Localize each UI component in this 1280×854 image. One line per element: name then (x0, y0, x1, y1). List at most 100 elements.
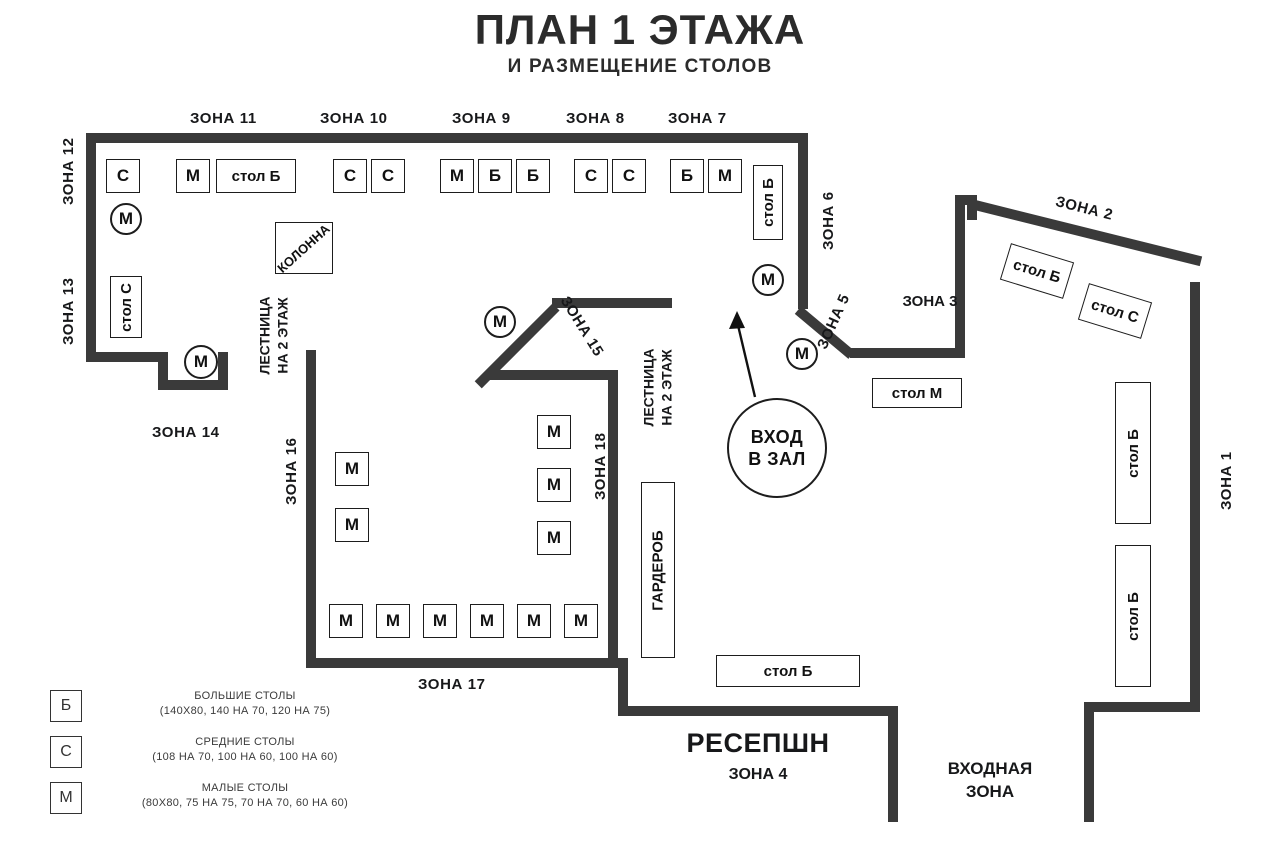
wall-zone3-right (955, 195, 965, 358)
table-label: М (385, 611, 401, 630)
table-label: стол С (117, 282, 135, 332)
stairs-label-center: ЛЕСТНИЦА НА 2 ЭТАЖ (641, 328, 676, 448)
column-box: КОЛОННА (275, 221, 333, 276)
legend-icon-medium: С (50, 736, 82, 768)
table-zone2-stol-c[interactable]: стол С (1077, 283, 1153, 339)
wall-zone16-left (306, 350, 316, 668)
wall-zone17-bottom (306, 658, 618, 668)
table-zone17-m5[interactable]: М (517, 604, 551, 638)
table-zone9-b2[interactable]: Б (516, 159, 550, 193)
table-zone18-m3[interactable]: М (537, 521, 571, 555)
zone-label-4: ЗОНА 4 (728, 766, 788, 783)
table-label: стол Б (759, 178, 777, 227)
table-zone4-stol-b[interactable]: стол Б (716, 655, 860, 687)
legend-code: Б (60, 697, 72, 714)
table-zone17-m3[interactable]: М (423, 604, 457, 638)
stairs-line-1: ЛЕСТНИЦА (256, 296, 273, 375)
table-label: Б (488, 166, 502, 185)
table-zone18-m1[interactable]: М (537, 415, 571, 449)
table-label: Б (526, 166, 540, 185)
legend-text-medium: СРЕДНИЕ СТОЛЫ (108 НА 70, 100 НА 60, 100… (130, 735, 360, 765)
entrance-zone-line-2: ЗОНА (965, 781, 1015, 801)
zone-label-6: ЗОНА 6 (820, 191, 837, 250)
table-zone15-m-circle[interactable]: М (484, 306, 516, 338)
stairs-line-2: НА 2 ЭТАЖ (658, 349, 674, 426)
table-zone12-s[interactable]: С (106, 159, 140, 193)
table-zone10-s2[interactable]: С (371, 159, 405, 193)
wall-zone14-top (86, 352, 168, 362)
table-zone16-m2[interactable]: М (335, 508, 369, 542)
wall-zone14-bottom (158, 380, 228, 390)
zone-label-7: ЗОНА 7 (668, 110, 727, 127)
wall-entrance-right (1084, 702, 1094, 822)
table-zone10-s1[interactable]: С (333, 159, 367, 193)
wall-zone14-right (218, 352, 228, 390)
wall-zone3-bottom (850, 348, 965, 358)
table-label: стол Б (231, 167, 281, 185)
zone-label-16: ЗОНА 16 (283, 437, 300, 505)
table-label: стол Б (1124, 591, 1142, 641)
table-label: С (116, 166, 130, 185)
table-zone7-m[interactable]: М (708, 159, 742, 193)
wall-zone18-right (608, 378, 618, 668)
legend-sizes: (108 НА 70, 100 НА 60, 100 НА 60) (152, 750, 338, 763)
entrance-hall-marker[interactable]: ВХОД В ЗАЛ (727, 398, 827, 498)
table-label: М (479, 611, 495, 630)
table-zone11-m[interactable]: М (176, 159, 210, 193)
table-label: М (344, 459, 360, 478)
table-zone17-m6[interactable]: М (564, 604, 598, 638)
table-label: стол С (1089, 295, 1141, 327)
table-zone9-b1[interactable]: Б (478, 159, 512, 193)
table-zone8-s2[interactable]: С (612, 159, 646, 193)
table-zone7-b[interactable]: Б (670, 159, 704, 193)
wall-zone3-top (955, 195, 977, 205)
entrance-hall-line-2: В ЗАЛ (748, 449, 806, 469)
zone-label-12: ЗОНА 12 (60, 137, 77, 205)
table-zone8-s1[interactable]: С (574, 159, 608, 193)
table-label: М (432, 611, 448, 630)
table-label: М (338, 611, 354, 630)
table-zone9-m[interactable]: М (440, 159, 474, 193)
entrance-direction-arrow (729, 311, 757, 398)
zone-label-18: ЗОНА 18 (592, 432, 609, 500)
table-zone5-m-circle[interactable]: М (786, 338, 818, 370)
wall-reception-right (888, 706, 898, 822)
table-label: М (185, 166, 201, 185)
table-zone17-m4[interactable]: М (470, 604, 504, 638)
legend-code: М (59, 789, 73, 806)
stairs-line-1: ЛЕСТНИЦА (640, 348, 657, 427)
wall-zone1-right (1190, 282, 1200, 712)
table-zone1-stol-b1[interactable]: стол Б (1115, 382, 1151, 524)
table-zone11-stol-b[interactable]: стол Б (216, 159, 296, 193)
page-title: ПЛАН 1 ЭТАЖА (474, 6, 806, 53)
entrance-zone-label: ВХОДНАЯ ЗОНА (900, 758, 1080, 804)
table-zone6-m-circle[interactable]: М (752, 264, 784, 296)
table-label: стол Б (1124, 428, 1142, 478)
table-zone6-stol-b[interactable]: стол Б (753, 165, 783, 240)
legend-title: БОЛЬШИЕ СТОЛЫ (194, 690, 296, 702)
zone-label-1: ЗОНА 1 (1218, 451, 1235, 510)
legend-sizes: (140X80, 140 НА 70, 120 НА 75) (159, 704, 331, 717)
table-label: М (546, 528, 562, 547)
zone-label-11: ЗОНА 11 (190, 110, 257, 127)
table-label: М (344, 515, 360, 534)
table-zone16-m1[interactable]: М (335, 452, 369, 486)
wall-zone1-bottom (1084, 702, 1200, 712)
table-zone1-stol-b2[interactable]: стол Б (1115, 545, 1151, 687)
wardrobe-box[interactable]: ГАРДЕРОБ (641, 482, 675, 658)
table-zone2-stol-b[interactable]: стол Б (999, 243, 1075, 299)
table-zone14-m-circle[interactable]: М (184, 345, 218, 379)
zone-label-2: ЗОНА 2 (1053, 193, 1115, 224)
stairs-line-2: НА 2 ЭТАЖ (274, 297, 290, 374)
table-zone13-stol-s[interactable]: стол С (110, 276, 142, 338)
wall-zone15-bottom (488, 370, 618, 380)
zone-label-17: ЗОНА 17 (418, 676, 486, 693)
table-label: С (622, 166, 636, 185)
table-zone3-stol-m[interactable]: стол М (872, 378, 962, 408)
table-zone12-m-circle[interactable]: М (110, 203, 142, 235)
table-label: М (546, 422, 562, 441)
table-zone17-m2[interactable]: М (376, 604, 410, 638)
table-label: С (584, 166, 598, 185)
table-zone17-m1[interactable]: М (329, 604, 363, 638)
table-zone18-m2[interactable]: М (537, 468, 571, 502)
